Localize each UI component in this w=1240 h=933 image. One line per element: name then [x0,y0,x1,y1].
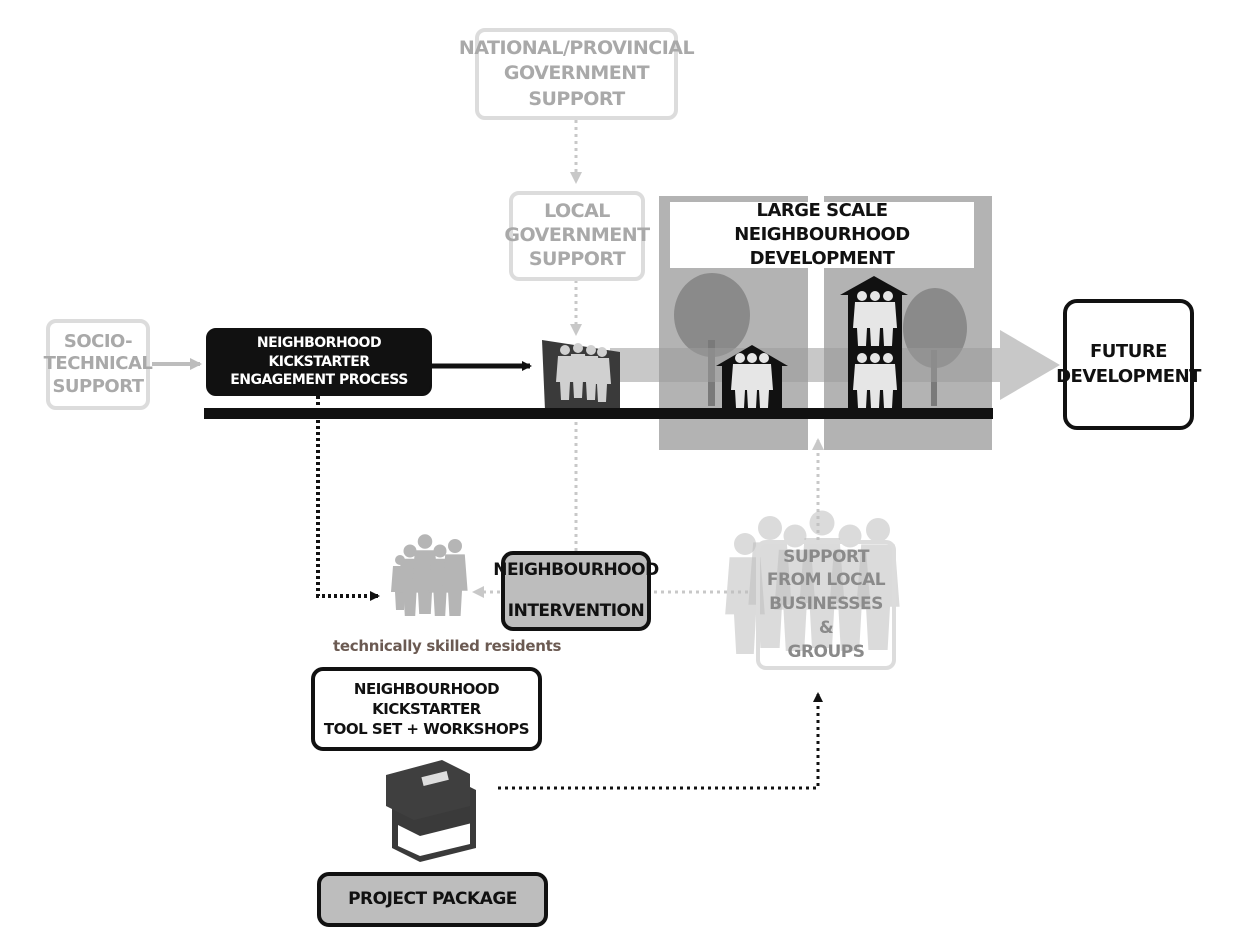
kickstarter-to-residents-arrow [316,396,380,601]
project-package-label: PROJECT PACKAGE [348,889,517,910]
local-support-line-1: LOCAL [544,200,610,223]
socio-technical-line-2: TECHNICAL [43,353,153,375]
tower-house-icon [840,276,908,410]
kickstarter-engagement-line-2: ENGAGEMENT PROCESS [230,372,408,389]
future-development-line-2: DEVELOPMENT [1056,365,1201,387]
local-government-support-box: LOCAL GOVERNMENT SUPPORT [504,191,650,281]
package-to-businesses-arrow [498,692,823,790]
intervention-building-icon [542,340,620,410]
local-support-line-2: GOVERNMENT [504,224,650,247]
toolset-line-1: NEIGHBOURHOOD KICKSTARTER [353,679,500,718]
businesses-line-1: SUPPORT [783,546,869,567]
people-group-icon [391,534,468,616]
kickstarter-engagement-box: NEIGHBORHOOD KICKSTARTER ENGAGEMENT PROC… [206,328,432,396]
house-icon [716,345,788,410]
kickstarter-engagement-line-1: NEIGHBORHOOD KICKSTARTER [256,334,382,370]
national-government-support-box: NATIONAL/PROVINCIAL GOVERNMENT SUPPORT [459,28,695,120]
future-development-box: FUTURE DEVELOPMENT [1056,299,1201,430]
growth-arrow [610,330,1060,400]
book-stack-icon [386,760,476,862]
socio-technical-support-box: SOCIO- TECHNICAL SUPPORT [43,319,153,410]
local-businesses-support-box: SUPPORT FROM LOCAL BUSINESSES & GROUPS [756,540,896,670]
large-scale-development-label: LARGE SCALE NEIGHBOURHOOD DEVELOPMENT [670,199,974,269]
local-support-line-3: SUPPORT [528,247,626,270]
large-scale-line-1: LARGE SCALE [756,199,888,221]
intervention-line-2: INTERVENTION [507,601,645,622]
toolset-workshops-box: NEIGHBOURHOOD KICKSTARTER TOOL SET + WOR… [311,667,542,751]
businesses-line-3: BUSINESSES & [769,594,883,638]
toolset-line-2: TOOL SET + WORKSHOPS [323,720,530,739]
neighbourhood-intervention-box: NEIGHBOURHOOD INTERVENTION [493,551,659,631]
national-support-line-2: GOVERNMENT SUPPORT [503,62,650,110]
residents-caption: technically skilled residents [333,637,562,655]
socio-technical-line-1: SOCIO- [63,330,133,352]
project-package-box: PROJECT PACKAGE [317,872,548,927]
businesses-line-2: FROM LOCAL [766,570,886,591]
future-development-line-1: FUTURE [1090,341,1167,363]
ground-line [204,408,993,419]
intervention-line-1: NEIGHBOURHOOD [493,560,659,580]
socio-technical-line-3: SUPPORT [52,375,144,397]
national-support-line-1: NATIONAL/PROVINCIAL [458,36,695,59]
large-scale-line-2: NEIGHBOURHOOD DEVELOPMENT [734,223,910,270]
businesses-line-4: GROUPS [787,641,865,662]
